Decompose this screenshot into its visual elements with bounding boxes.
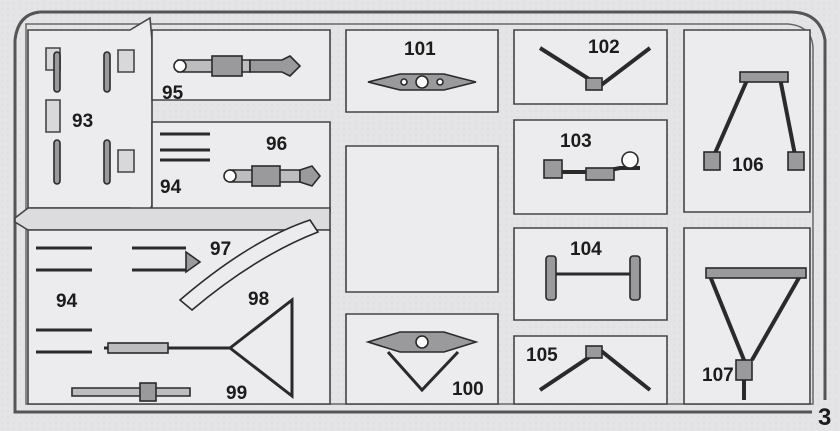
part-label-101: 101 [404, 39, 436, 60]
sprue-parts [36, 46, 807, 402]
part-label-103: 103 [560, 131, 592, 152]
part-96-shock [160, 132, 322, 187]
part-106-wishbone [703, 71, 805, 171]
part-94-tines [36, 246, 186, 354]
part-label-100: 100 [452, 379, 484, 400]
part-label-95: 95 [162, 83, 184, 104]
part-95-shock [173, 55, 302, 77]
part-103-linkage [543, 151, 640, 181]
page-number: 3 [818, 404, 832, 431]
part-93-rods [53, 51, 111, 185]
part-102-link [538, 46, 652, 91]
part-label-99: 99 [226, 383, 248, 404]
part-label-106: 106 [732, 155, 764, 176]
part-label-105: 105 [526, 345, 558, 366]
part-label-107: 107 [702, 365, 734, 386]
part-105-link [538, 345, 652, 392]
part-label-97: 97 [210, 239, 232, 260]
part-label-102: 102 [588, 37, 620, 58]
part-label-104: 104 [570, 239, 602, 260]
part-107-wishbone [705, 267, 807, 400]
part-label-94-upper: 94 [160, 177, 182, 198]
part-label-96: 96 [266, 134, 288, 155]
part-label-93: 93 [72, 111, 94, 132]
part-98-wishbone [104, 219, 320, 400]
part-104-linkage [545, 255, 641, 301]
part-label-94-lower: 94 [56, 291, 78, 312]
part-97-arm [185, 250, 202, 274]
part-100-upright [365, 331, 479, 393]
part-99-rod [71, 382, 191, 402]
part-101-upright [367, 73, 477, 91]
part-label-98: 98 [248, 289, 270, 310]
